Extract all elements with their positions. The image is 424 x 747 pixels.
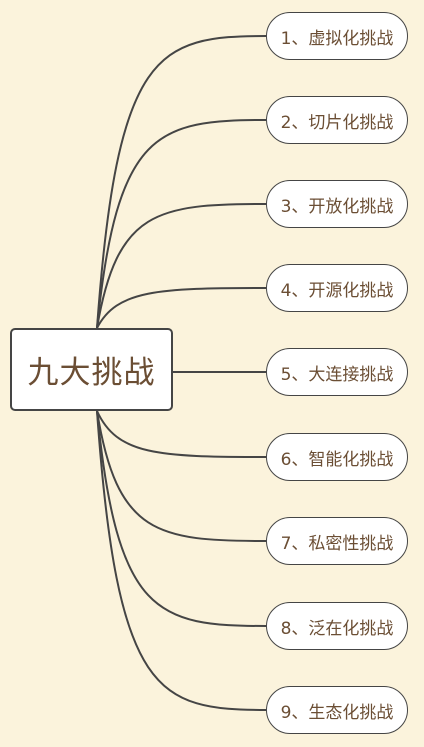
root-node-label: 九大挑战 — [27, 355, 156, 391]
connector-line — [96, 410, 267, 458]
connector-line — [96, 35, 267, 329]
branch-node-label: 8、泛在化挑战 — [280, 618, 394, 639]
connector-line — [96, 410, 267, 711]
connector-line — [96, 287, 267, 329]
branch-node-slicing[interactable]: 2、切片化挑战 — [266, 96, 408, 144]
connector-line — [96, 410, 267, 542]
branch-node-ecosystem[interactable]: 9、生态化挑战 — [266, 686, 408, 734]
branch-node-label: 6、智能化挑战 — [280, 449, 394, 470]
branch-node-ubiquity[interactable]: 8、泛在化挑战 — [266, 602, 408, 650]
branch-node-label: 5、大连接挑战 — [280, 364, 394, 385]
root-node[interactable]: 九大挑战 — [10, 328, 173, 411]
branch-node-label: 7、私密性挑战 — [280, 533, 394, 554]
branch-node-label: 3、开放化挑战 — [280, 196, 394, 217]
connector-line — [96, 203, 267, 329]
branch-node-virtualization[interactable]: 1、虚拟化挑战 — [266, 12, 408, 60]
branch-node-open-source[interactable]: 4、开源化挑战 — [266, 264, 408, 312]
branch-node-privacy[interactable]: 7、私密性挑战 — [266, 517, 408, 565]
branch-node-massive-connection[interactable]: 5、大连接挑战 — [266, 348, 408, 396]
connector-line — [96, 119, 267, 329]
branch-node-label: 1、虚拟化挑战 — [280, 28, 394, 49]
branch-node-label: 2、切片化挑战 — [280, 112, 394, 133]
branch-node-openness[interactable]: 3、开放化挑战 — [266, 180, 408, 228]
branch-node-label: 9、生态化挑战 — [280, 702, 394, 723]
branch-node-intelligence[interactable]: 6、智能化挑战 — [266, 433, 408, 481]
connector-line — [96, 410, 267, 627]
branch-node-label: 4、开源化挑战 — [280, 280, 394, 301]
